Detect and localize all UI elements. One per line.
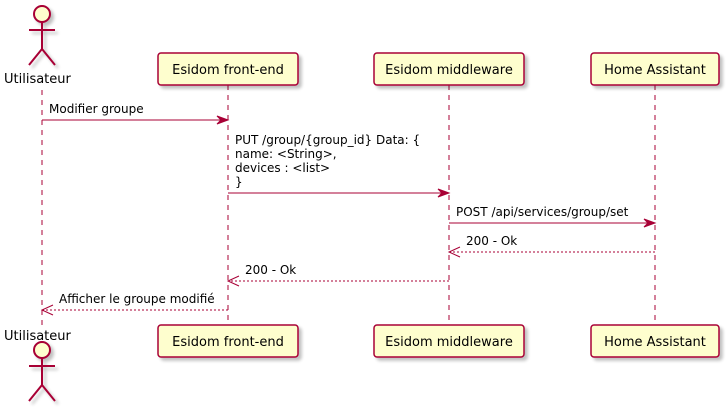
- message-label: PUT /group/{group_id} Data: {: [235, 133, 420, 147]
- actor-head: [33, 5, 51, 23]
- message-label: Modifier groupe: [49, 102, 144, 116]
- participant-label: Home Assistant: [604, 335, 706, 350]
- arrow-head: [226, 275, 240, 287]
- message-3: POST /api/services/group/set: [449, 205, 657, 228]
- message-4: 200 - Ok: [447, 234, 655, 258]
- arrow-head: [216, 115, 230, 125]
- participant-top-home-assistant: Home Assistant: [590, 52, 720, 86]
- participant-box: [590, 52, 720, 86]
- participant-box: [373, 52, 525, 86]
- participant-box: [373, 324, 525, 358]
- actor-label-bottom: Utilisateur: [4, 329, 72, 344]
- message-label: }: [235, 175, 243, 189]
- participant-label: Esidom middleware: [385, 335, 513, 350]
- message-label: Afficher le groupe modifié: [59, 292, 215, 306]
- participant-label: Home Assistant: [604, 63, 706, 78]
- message-label: 200 - Ok: [466, 234, 517, 248]
- actor-legs: [28, 383, 56, 402]
- message-label: 200 - Ok: [245, 263, 296, 277]
- actor-head: [33, 341, 51, 359]
- participant-box: [157, 52, 299, 86]
- message-label: devices : <list>: [235, 161, 330, 175]
- arrow-head: [447, 246, 461, 258]
- message-2: PUT /group/{group_id} Data: { name: <Str…: [228, 133, 451, 198]
- participant-label: Esidom middleware: [385, 63, 513, 78]
- participant-top-esidom-middleware: Esidom middleware: [373, 52, 525, 86]
- participant-box: [157, 324, 299, 358]
- participant-box: [590, 324, 720, 358]
- actor-label-top: Utilisateur: [4, 72, 72, 87]
- message-1: Modifier groupe: [42, 102, 230, 125]
- actor-bottom: [28, 341, 56, 402]
- participant-bottom-esidom-front-end: Esidom front-end: [157, 324, 299, 358]
- participant-bottom-home-assistant: Home Assistant: [590, 324, 720, 358]
- participant-label: Esidom front-end: [172, 63, 284, 78]
- actor-legs: [28, 47, 56, 66]
- message-5: 200 - Ok: [226, 263, 449, 287]
- participant-label: Esidom front-end: [172, 335, 284, 350]
- participant-top-esidom-front-end: Esidom front-end: [157, 52, 299, 86]
- actor-top: [28, 5, 56, 66]
- message-label: POST /api/services/group/set: [456, 205, 629, 219]
- arrow-head: [437, 188, 451, 198]
- message-6: Afficher le groupe modifié: [40, 292, 228, 316]
- arrow-head: [643, 218, 657, 228]
- participant-bottom-esidom-middleware: Esidom middleware: [373, 324, 525, 358]
- arrow-head: [40, 304, 54, 316]
- message-label: name: <String>,: [235, 147, 337, 161]
